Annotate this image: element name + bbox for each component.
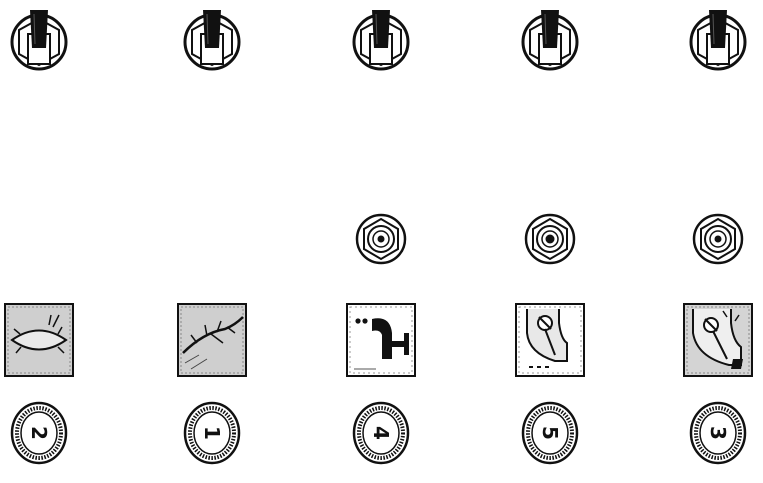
toggle-switch-1[interactable] [8,6,70,72]
number-badge-1[interactable]: 2 [9,400,69,466]
control-column-5: 3 [683,0,753,483]
knob-3[interactable] [355,213,407,265]
badge-number: 3 [685,403,751,463]
control-column-2: 1 [177,0,247,483]
pictogram-tile-1 [4,303,74,377]
number-badge-3[interactable]: 4 [351,400,411,466]
toggle-switch-icon [687,6,749,72]
toggle-switch-5[interactable] [687,6,749,72]
badge-number: 4 [348,403,414,463]
toggle-switch-icon [8,6,70,72]
toggle-switch-icon [519,6,581,72]
toggle-switch-icon [181,6,243,72]
pictogram-tile-3 [346,303,416,377]
valve-pipe-icon [515,303,585,377]
number-badge-4[interactable]: 5 [520,400,580,466]
control-column-4: 5 [515,0,585,483]
crack-in-lens-icon [4,303,74,377]
knob-icon [355,213,407,265]
pictogram-tile-5 [683,303,753,377]
badge-number: 5 [517,403,583,463]
control-column-1: 2 [4,0,74,483]
toggle-switch-icon [350,6,412,72]
badge-number: 2 [6,403,72,463]
pictogram-tile-4 [515,303,585,377]
toggle-switch-4[interactable] [519,6,581,72]
badge-number: 1 [179,403,245,463]
faucet-drip-icon [346,303,416,377]
number-badge-2[interactable]: 1 [182,400,242,466]
cracked-surface-icon [177,303,247,377]
leaking-valve-icon [683,303,753,377]
toggle-switch-3[interactable] [350,6,412,72]
control-column-3: 4 [346,0,416,483]
knob-icon [692,213,744,265]
knob-5[interactable] [692,213,744,265]
knob-4[interactable] [524,213,576,265]
toggle-switch-2[interactable] [181,6,243,72]
knob-icon [524,213,576,265]
pictogram-tile-2 [177,303,247,377]
number-badge-5[interactable]: 3 [688,400,748,466]
